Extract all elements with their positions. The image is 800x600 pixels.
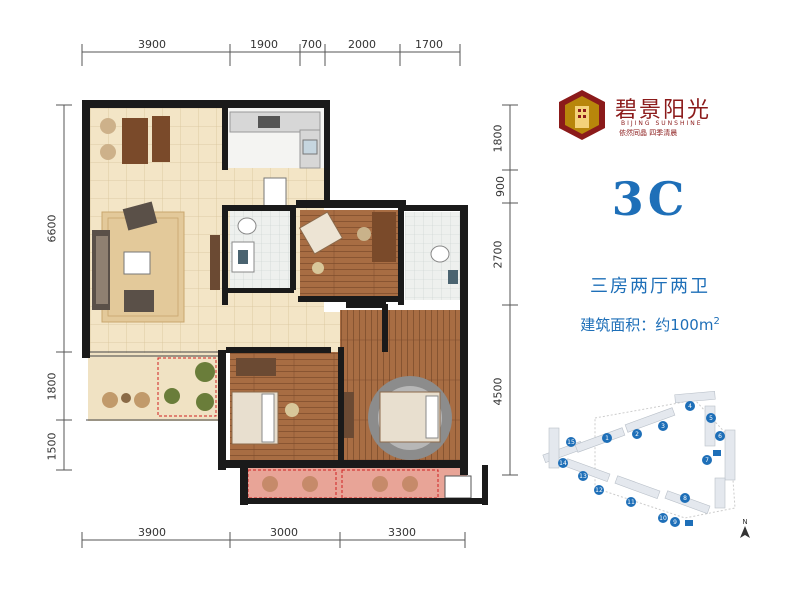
dim-top-2: 1900 — [250, 38, 278, 51]
bldg-5: 5 — [709, 415, 713, 422]
bldg-10: 10 — [659, 515, 667, 522]
unit-area-sup: 2 — [713, 316, 720, 327]
bldg-12: 12 — [595, 487, 603, 494]
unit-area: 建筑面积：约100m2 — [545, 314, 755, 335]
bldg-7: 7 — [705, 457, 709, 464]
dim-top-5: 1700 — [415, 38, 443, 51]
dim-bottom-2: 3000 — [270, 526, 298, 539]
unit-area-label: 建筑面积：约100m — [580, 316, 714, 334]
dim-top-1: 3900 — [138, 38, 166, 51]
unit-layout: 三房两厅两卫 — [590, 276, 710, 297]
dim-top-3: 700 — [301, 38, 322, 51]
north-arrow-icon: N — [740, 518, 750, 538]
bldg-14: 14 — [559, 460, 567, 467]
bldg-15: 15 — [567, 439, 575, 446]
brand-slogan: 依然同晶 四季清晨 — [619, 129, 678, 137]
dim-bottom-1: 3900 — [138, 526, 166, 539]
bldg-2: 2 — [635, 431, 639, 438]
dim-bottom-3: 3300 — [388, 526, 416, 539]
bldg-1: 1 — [605, 435, 609, 442]
logo-emblem — [559, 90, 605, 140]
dim-top-4: 2000 — [348, 38, 376, 51]
bldg-8: 8 — [683, 495, 687, 502]
brand-logo: 碧景阳光 BIJING SUNSHINE 依然同晶 四季清晨 — [555, 88, 740, 146]
site-plan: 1 2 3 4 5 6 7 8 9 10 11 12 13 14 15 N — [542, 390, 750, 538]
bldg-3: 3 — [661, 423, 665, 430]
bldg-6: 6 — [718, 433, 722, 440]
north-label: N — [742, 518, 747, 526]
bldg-13: 13 — [579, 473, 587, 480]
bldg-4: 4 — [688, 403, 692, 410]
bldg-9: 9 — [673, 519, 677, 526]
brand-name-cn: 碧景阳光 — [615, 98, 712, 123]
bldg-11: 11 — [627, 499, 635, 506]
unit-code: 3C — [611, 172, 689, 226]
brand-name-en: BIJING SUNSHINE — [621, 120, 703, 127]
